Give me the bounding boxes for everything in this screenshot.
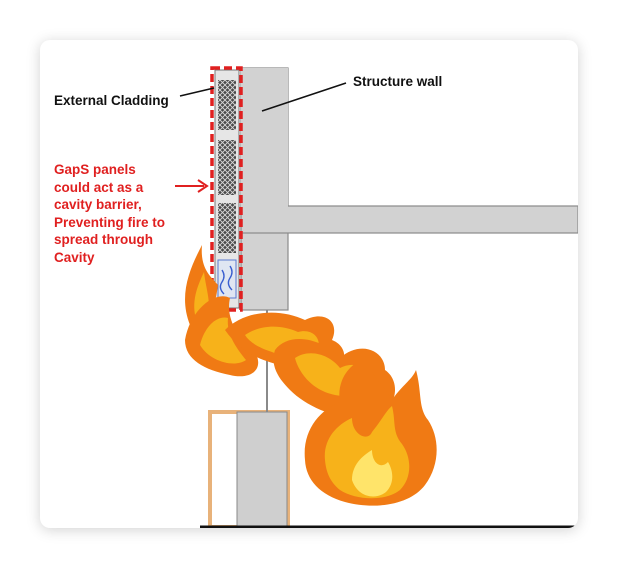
gaps-panel-outline: [210, 66, 243, 312]
structure-wall-label: Structure wall: [353, 74, 443, 89]
external-cladding-column: [214, 69, 240, 309]
right-arrow-icon: [175, 179, 209, 193]
cladding-pointer: [179, 87, 215, 97]
floor-slab: [240, 205, 578, 234]
fire-icon: [185, 245, 437, 506]
gaps-note-line: GapS panels: [54, 162, 136, 177]
gaps-note: GapS panels could act as a cavity barrie…: [54, 161, 165, 266]
gaps-note-line: could act as a: [54, 179, 144, 195]
diagram-card: External Cladding Structure wall GapS pa…: [40, 40, 578, 528]
gaps-note-line: cavity barrier,: [54, 197, 142, 212]
lower-frame: [208, 410, 290, 528]
wall-pointer: [261, 82, 347, 112]
gaps-note-line: spread through: [54, 232, 154, 247]
external-cladding-label: External Cladding: [54, 93, 169, 108]
gaps-note-line: Preventing fire to: [54, 214, 166, 230]
gaps-note-line: Cavity: [54, 249, 95, 265]
building-fire-diagram: [175, 66, 578, 528]
